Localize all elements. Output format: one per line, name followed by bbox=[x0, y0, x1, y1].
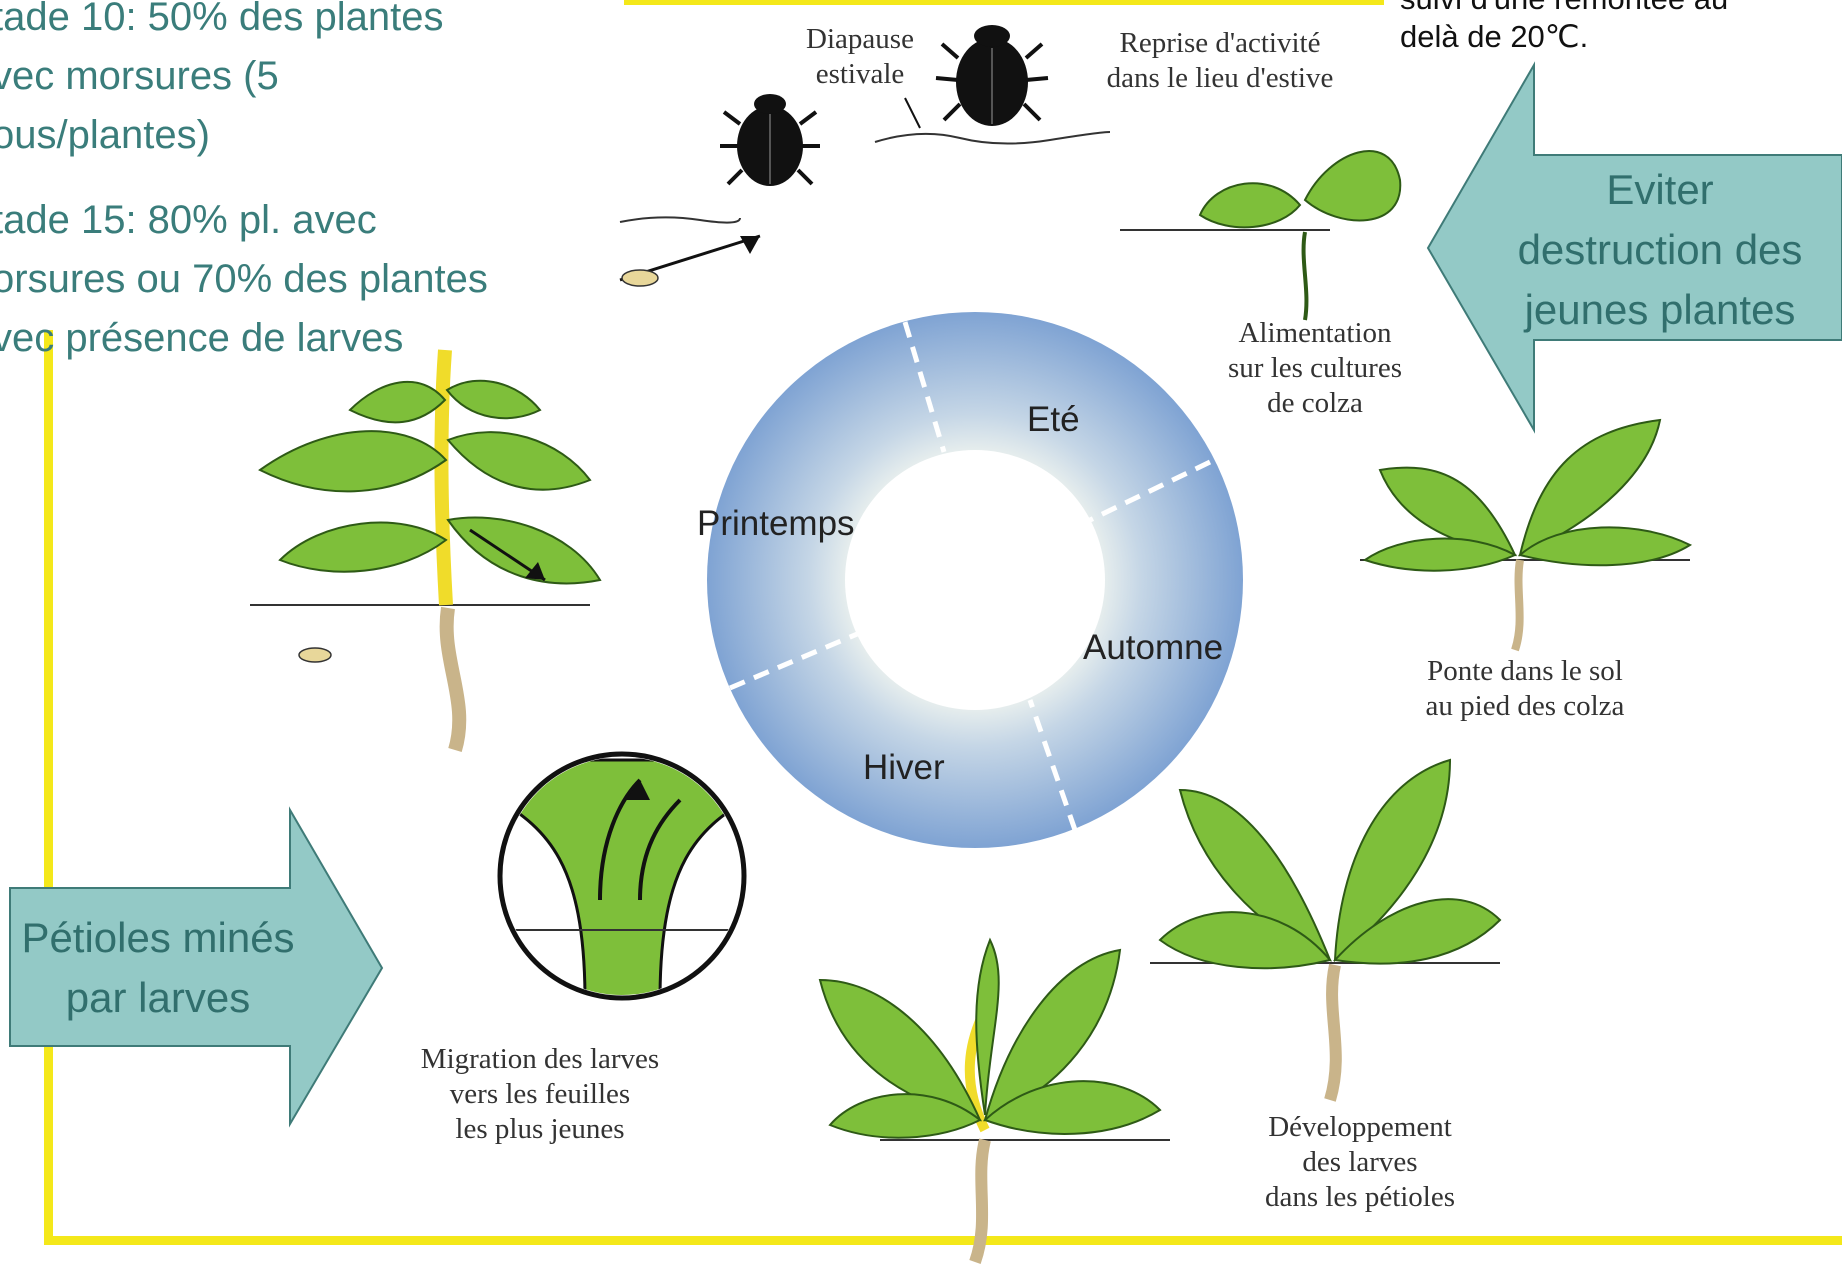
arrow-text-line: par larves bbox=[66, 974, 250, 1021]
label-line: Ponte dans le sol bbox=[1427, 655, 1623, 687]
label-line: Développement bbox=[1268, 1111, 1452, 1143]
label-line: dans le lieu d'estive bbox=[1107, 62, 1334, 94]
label-diapause: Diapause estivale bbox=[770, 22, 950, 92]
arrow-text-line: Eviter bbox=[1606, 166, 1713, 213]
larva-icon bbox=[622, 270, 658, 286]
left-text-line: tade 10: 50% des plantes bbox=[0, 0, 443, 39]
plant-icon bbox=[820, 940, 1170, 1262]
plant-icon bbox=[1150, 760, 1500, 1100]
left-threshold-text: tade 10: 50% des plantes vec morsures (5… bbox=[0, 0, 612, 394]
top-right-line: delà de 20℃. bbox=[1400, 19, 1588, 54]
plant-icon bbox=[1360, 420, 1690, 650]
label-ponte: Ponte dans le sol au pied des colza bbox=[1370, 654, 1680, 724]
beetle-icon bbox=[936, 25, 1048, 126]
label-line: les plus jeunes bbox=[455, 1113, 624, 1145]
label-line: Diapause bbox=[806, 23, 914, 55]
season-ete: Eté bbox=[1027, 400, 1080, 440]
season-printemps: Printemps bbox=[697, 504, 855, 544]
left-text-line: orsures ou 70% des plantes bbox=[0, 257, 488, 301]
season-automne: Automne bbox=[1083, 628, 1223, 668]
top-right-line: suivi d'une remontée au bbox=[1400, 0, 1728, 16]
label-line: Reprise d'activité bbox=[1120, 27, 1321, 59]
beetle-icon bbox=[720, 94, 820, 186]
label-line: de colza bbox=[1267, 387, 1363, 419]
plant-icon bbox=[250, 350, 600, 750]
label-line: dans les pétioles bbox=[1265, 1181, 1455, 1213]
label-line: Alimentation bbox=[1238, 317, 1391, 349]
left-arrow-label: Pétioles minés par larves bbox=[8, 908, 308, 1028]
arrow-text-line: Pétioles minés bbox=[21, 914, 294, 961]
magnified-petiole-icon bbox=[500, 754, 745, 1000]
label-line: des larves bbox=[1302, 1146, 1417, 1178]
left-text-line: vec présence de larves bbox=[0, 316, 403, 360]
label-line: au pied des colza bbox=[1426, 690, 1625, 722]
label-line: vers les feuilles bbox=[450, 1078, 630, 1110]
label-line: estivale bbox=[816, 58, 905, 90]
label-alimentation: Alimentation sur les cultures de colza bbox=[1170, 316, 1460, 421]
season-ring bbox=[707, 312, 1243, 848]
left-text-line: ous/plantes) bbox=[0, 113, 210, 157]
top-right-text: suivi d'une remontée au delà de 20℃. bbox=[1400, 0, 1840, 56]
label-reprise: Reprise d'activité dans le lieu d'estive bbox=[1060, 26, 1380, 96]
left-text-line: tade 15: 80% pl. avec bbox=[0, 198, 377, 242]
arrow-text-line: destruction des bbox=[1518, 226, 1803, 273]
larva-icon bbox=[299, 648, 331, 662]
plant-icon bbox=[1120, 151, 1400, 320]
season-hiver: Hiver bbox=[863, 748, 945, 788]
label-migration: Migration des larves vers les feuilles l… bbox=[375, 1042, 705, 1147]
label-line: sur les cultures bbox=[1228, 352, 1402, 384]
label-developpement: Développement des larves dans les pétiol… bbox=[1210, 1110, 1510, 1215]
left-text-line: vec morsures (5 bbox=[0, 54, 279, 98]
right-arrow-label: Eviter destruction des jeunes plantes bbox=[1480, 160, 1840, 340]
label-line: Migration des larves bbox=[421, 1043, 659, 1075]
arrow-text-line: jeunes plantes bbox=[1525, 286, 1796, 333]
